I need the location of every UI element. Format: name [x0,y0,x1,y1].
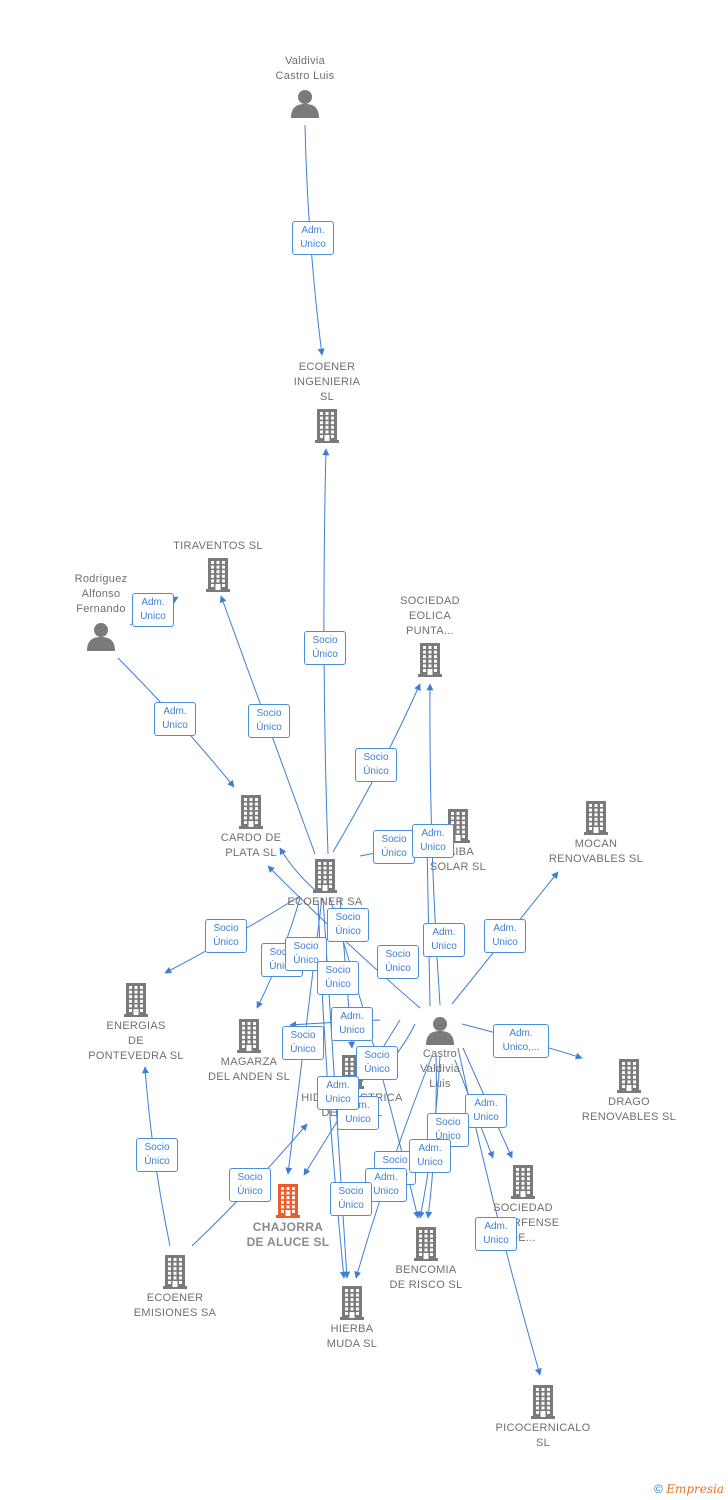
building-icon [418,643,442,677]
building-icon [237,1019,261,1053]
empresia-logo[interactable]: Empresia [666,1482,724,1496]
node-hierba[interactable]: HIERBA MUDA SL [292,1286,412,1352]
copyright-symbol: © [654,1482,663,1496]
node-chajorra[interactable]: CHAJORRA DE ALUCE SL [228,1184,348,1250]
node-label: ECOENER INGENIERIA SL [293,361,361,403]
node-label: PICOCERNICALO SL [495,1422,591,1449]
building-icon [617,1059,641,1093]
edge-label[interactable]: Adm. Unico [475,1217,517,1251]
node-bencomia[interactable]: BENCOMIA DE RISCO SL [366,1227,486,1293]
node-label: Valdivia Castro Luis [275,55,335,82]
node-label: JAIBA SOLAR SL [429,846,487,873]
node-label: TIRAVENTOS SL [173,540,263,552]
person-icon [425,1015,455,1045]
node-drago[interactable]: DRAGO RENOVABLES SL [569,1059,689,1125]
edge-label[interactable]: Socio Único [377,945,419,979]
edge-label[interactable]: Socio Único [304,631,346,665]
node-label: HIERBA MUDA SL [326,1323,378,1350]
edge-label[interactable]: Adm. Unico [317,1076,359,1110]
edge-label[interactable]: Socio Único [205,919,247,953]
building-icon [315,409,339,443]
node-ecoener-ingenieria[interactable]: ECOENER INGENIERIA SL [267,360,387,443]
edge-label[interactable]: Socio Único [229,1168,271,1202]
node-ecoener-sa[interactable]: ECOENER SA [265,859,385,910]
building-icon [313,859,337,893]
node-rodriguez[interactable]: Rodriguez Alfonso Fernando [41,572,161,651]
edge-label[interactable]: Adm. Unico [331,1007,373,1041]
edge-label[interactable]: Socio Único [356,1046,398,1080]
building-icon [276,1184,300,1218]
edge-label[interactable]: Adm. Unico [409,1139,451,1173]
node-ecoener-emisiones[interactable]: ECOENER EMISIONES SA [115,1255,235,1321]
node-valdivia-castro[interactable]: Valdivia Castro Luis [245,54,365,118]
node-cardo[interactable]: CARDO DE PLATA SL [191,795,311,861]
building-icon [414,1227,438,1261]
building-icon [206,558,230,592]
node-castro-valdivia[interactable]: Castro Valdivia Luis [380,1015,500,1092]
building-icon [239,795,263,829]
node-label: MAGARZA DEL ANDEN SL [207,1056,291,1083]
building-icon [584,801,608,835]
edge-label[interactable]: Adm. Unico [132,593,174,627]
edge-ecoener_sa-to-cardo [279,847,318,893]
edge-label[interactable]: Adm. Unico [154,702,196,736]
edge-label[interactable]: Socio Único [136,1138,178,1172]
node-energias[interactable]: ENERGIAS DE PONTEVEDRA SL [76,983,196,1064]
edge-label[interactable]: Socio Único [355,748,397,782]
node-label: ECOENER SA [287,896,363,908]
edge-label[interactable]: Adm. Unico [484,919,526,953]
building-icon [163,1255,187,1289]
edge-label[interactable]: Adm. Unico [465,1094,507,1128]
person-icon [86,621,116,651]
node-label: BENCOMIA DE RISCO SL [389,1264,463,1291]
building-icon [531,1385,555,1419]
edge-label[interactable]: Adm. Unico [412,824,454,858]
edge-label[interactable]: Socio Único [373,830,415,864]
node-magarza[interactable]: MAGARZA DEL ANDEN SL [189,1019,309,1085]
node-label: CARDO DE PLATA SL [220,832,282,859]
node-mocan[interactable]: MOCAN RENOVABLES SL [536,801,656,867]
node-label: ENERGIAS DE PONTEVEDRA SL [88,1020,184,1062]
person-icon [290,88,320,118]
edge-label[interactable]: Adm. Unico [292,221,334,255]
edge-label[interactable]: Adm. Unico,... [493,1024,549,1058]
edge-label[interactable]: Socio Único [330,1182,372,1216]
edge-label[interactable]: Adm. Unico [423,923,465,957]
node-label: ECOENER EMISIONES SA [133,1292,217,1319]
building-icon [511,1165,535,1199]
building-icon [124,983,148,1017]
edge-label[interactable]: Socio Único [327,908,369,942]
node-tiraventos[interactable]: TIRAVENTOS SL [158,539,278,592]
node-label: Rodriguez Alfonso Fernando [74,573,128,615]
node-label: CHAJORRA DE ALUCE SL [246,1220,330,1249]
edge-label[interactable]: Socio Único [282,1026,324,1060]
node-label: MOCAN RENOVABLES SL [548,838,644,865]
edge-label[interactable]: Socio Único [248,704,290,738]
footer-credit: © Empresia [654,1482,724,1496]
node-sociedad-eolica[interactable]: SOCIEDAD EOLICA PUNTA... [370,594,490,677]
node-label: SOCIEDAD EOLICA PUNTA... [400,595,460,637]
edge-label[interactable]: Adm. Unico [365,1168,407,1202]
node-label: DRAGO RENOVABLES SL [581,1096,677,1123]
node-label: Castro Valdivia Luis [419,1048,461,1090]
node-picocernicalo[interactable]: PICOCERNICALO SL [483,1385,603,1451]
edge-label[interactable]: Socio Único [317,961,359,995]
building-icon [340,1286,364,1320]
